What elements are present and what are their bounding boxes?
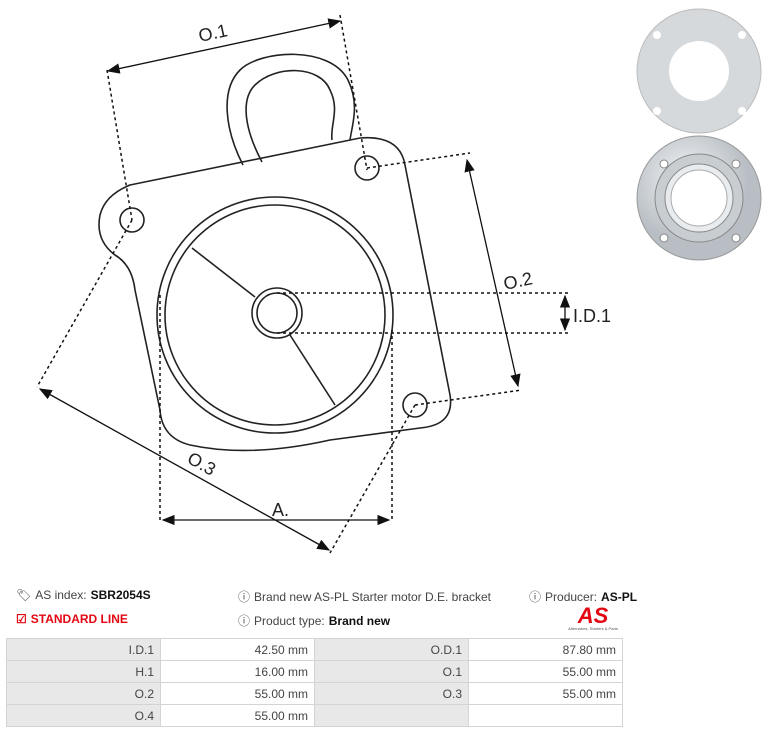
label-o2: O.2 (502, 268, 535, 294)
label-o1: O.1 (197, 20, 230, 46)
dimension-arrows (38, 18, 571, 551)
spec-value: 42.50 mm (160, 638, 315, 661)
spec-key (314, 704, 469, 727)
bracket-outline (98, 53, 452, 452)
as-index-label: AS index: (35, 588, 87, 602)
info-icon: ⓘ (238, 590, 251, 604)
description: ⓘ Brand new AS-PL Starter motor D.E. bra… (238, 588, 491, 605)
as-index-value: SBR2054S (90, 588, 151, 602)
spec-key: O.1 (314, 660, 469, 683)
spec-value: 16.00 mm (160, 660, 315, 683)
spec-value: 55.00 mm (468, 682, 623, 705)
standard-line-label: STANDARD LINE (30, 612, 128, 626)
producer-value: AS-PL (601, 589, 638, 604)
label-a: A. (272, 500, 289, 520)
info-icon: ⓘ (238, 614, 251, 628)
dimension-extension-lines (36, 14, 570, 554)
logo-text: AS (577, 603, 609, 628)
spec-key: H.1 (6, 660, 161, 683)
spec-key: I.D.1 (6, 638, 161, 661)
tags-icon: 🏷︎ (16, 588, 32, 602)
info-icon: ⓘ (529, 590, 542, 604)
logo-tagline: Alternators, Starters & Parts (568, 626, 618, 631)
spec-value: 55.00 mm (468, 660, 623, 683)
description-text: Brand new AS-PL Starter motor D.E. brack… (254, 589, 492, 604)
spec-value: 55.00 mm (160, 704, 315, 727)
producer: ⓘ Producer: AS-PL (529, 588, 637, 605)
label-id1: I.D.1 (573, 306, 611, 326)
as-index: 🏷︎ AS index: SBR2054S (16, 588, 151, 602)
product-photo (636, 8, 762, 261)
spec-value: 55.00 mm (160, 682, 315, 705)
spec-value (468, 704, 623, 727)
checkbox-icon: ☑ (16, 612, 27, 626)
product-type-label: Product type: (254, 613, 325, 628)
standard-line-badge: ☑ STANDARD LINE (16, 612, 128, 626)
label-o3: O.3 (184, 448, 219, 480)
spec-key: O.2 (6, 682, 161, 705)
spec-key: O.3 (314, 682, 469, 705)
product-type-value: Brand new (328, 613, 391, 628)
product-type: ⓘ Product type: Brand new (238, 612, 390, 629)
spec-key: O.4 (6, 704, 161, 727)
technical-drawing: O.1 O.2 O.3 I.D.1 A. (36, 14, 611, 554)
spec-key: O.D.1 (314, 638, 469, 661)
spec-value: 87.80 mm (468, 638, 623, 661)
producer-label: Producer: (545, 589, 598, 604)
as-pl-logo: AS Alternators, Starters & Parts (563, 603, 623, 632)
